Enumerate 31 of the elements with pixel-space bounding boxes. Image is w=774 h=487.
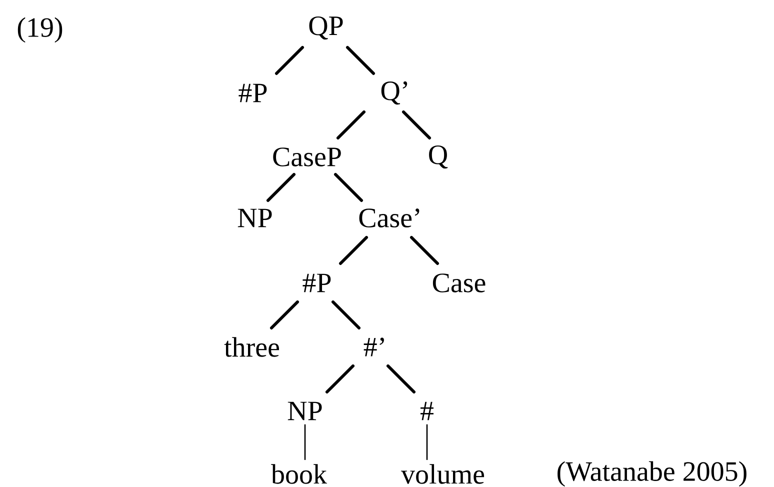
tree-label: #’: [364, 338, 384, 356]
tree-label: volume: [401, 464, 484, 484]
branch-line: [386, 364, 416, 394]
branch-line: [266, 173, 296, 202]
citation: (Watanabe 2005): [558, 461, 746, 487]
branch-line: [270, 300, 299, 330]
branch-line: [410, 236, 439, 265]
branch-line: [346, 46, 375, 75]
branch-line: [334, 173, 363, 202]
branch-line: [332, 300, 360, 330]
tree-label: Case’: [359, 208, 420, 228]
tree-label: Case: [432, 274, 486, 292]
branch-line: [304, 424, 306, 460]
tree-label: Q’: [381, 81, 408, 105]
branch-line: [326, 364, 354, 394]
tree-label: book: [271, 464, 327, 484]
tree-label: #: [420, 402, 434, 420]
tree-label: Q: [429, 145, 448, 169]
tree-label: NP: [288, 402, 322, 420]
tree-label: three: [224, 337, 280, 357]
branch-line: [402, 110, 431, 140]
example-number: (19): [18, 17, 62, 43]
tree-label: NP: [238, 208, 272, 228]
tree-label: #P: [302, 274, 331, 292]
branch-line: [426, 424, 428, 460]
tree-label: #P: [238, 84, 267, 102]
branch-line: [336, 110, 366, 140]
branch-line: [275, 46, 304, 75]
tree-label: QP: [309, 16, 343, 40]
branch-line: [339, 236, 368, 265]
tree-label: CaseP: [273, 148, 341, 166]
